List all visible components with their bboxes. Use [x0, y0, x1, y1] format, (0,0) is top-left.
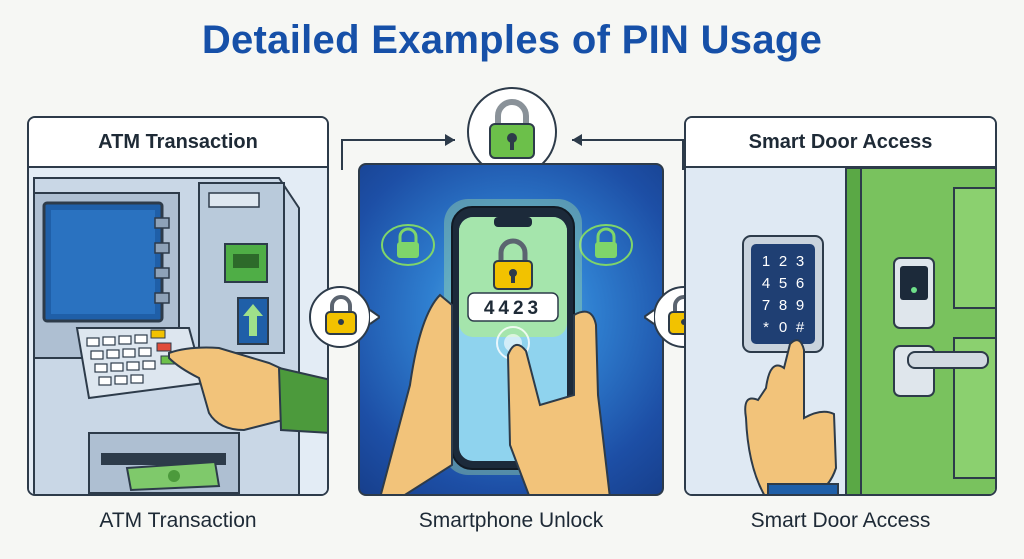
keypad-key: 9: [796, 297, 804, 314]
pin-display: 4423: [484, 298, 542, 319]
keypad-key: 6: [796, 275, 804, 292]
hand-icon: [380, 293, 453, 494]
phone-illustration: 4423: [380, 199, 633, 494]
keypad-key: 1: [762, 253, 770, 270]
keypad-icon: [86, 334, 156, 386]
keypad-key: 5: [779, 275, 787, 292]
keypad-key: 7: [762, 297, 770, 314]
phone-panel: 4423: [358, 163, 664, 496]
arrow-icon: [445, 134, 455, 146]
phone-caption: Smartphone Unlock: [418, 509, 604, 532]
padlock-icon: [309, 286, 380, 348]
keypad-key: 0: [779, 319, 787, 336]
atm-caption: ATM Transaction: [99, 509, 257, 532]
door-caption: Smart Door Access: [750, 509, 931, 532]
hand-icon: [744, 339, 838, 494]
atm-illustration: [29, 168, 327, 494]
padlock-icon: [493, 238, 533, 290]
padlock-icon: [381, 224, 435, 266]
keypad-key: 3: [796, 253, 804, 270]
keypad-key: 4: [762, 275, 770, 292]
keypad-key: #: [796, 319, 805, 336]
arrow-icon: [572, 134, 582, 146]
hand-icon: [168, 346, 292, 432]
padlock-icon: [579, 224, 633, 266]
keypad-key: *: [763, 319, 769, 336]
door-panel-header: Smart Door Access: [686, 118, 995, 168]
keypad-key: 2: [779, 253, 787, 270]
hand-icon: [506, 310, 611, 494]
keypad-icon: [751, 244, 815, 344]
atm-panel-header: ATM Transaction: [29, 118, 327, 168]
atm-panel: ATM Transaction: [27, 116, 329, 496]
keypad-key: 8: [779, 297, 787, 314]
page-title: Detailed Examples of PIN Usage: [201, 18, 823, 62]
left-lock-bubble: [309, 286, 380, 348]
